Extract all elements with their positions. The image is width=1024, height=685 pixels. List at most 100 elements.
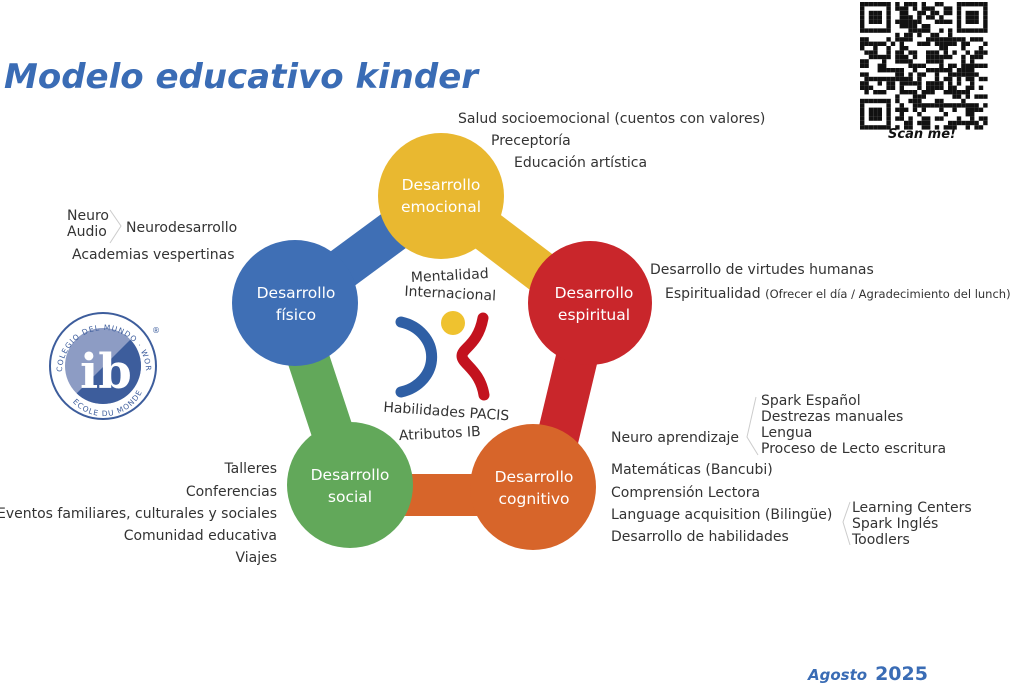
qr-module <box>930 103 935 108</box>
qr-module <box>930 6 935 11</box>
qr-module <box>904 6 909 11</box>
qr-module <box>908 24 913 29</box>
qr-module <box>926 68 931 73</box>
qr-module <box>983 120 988 126</box>
qr-module <box>978 107 984 112</box>
qr-module <box>965 90 970 95</box>
node-label: espiritual <box>558 306 630 324</box>
qr-module <box>860 120 865 126</box>
qr-module <box>912 54 918 60</box>
qr-module <box>934 54 940 60</box>
qr-module <box>873 54 878 60</box>
qr-module <box>983 50 988 55</box>
qr-module <box>961 59 966 64</box>
qr-module <box>965 120 970 126</box>
qr-module <box>974 63 979 68</box>
qr-module <box>930 37 935 42</box>
qr-module <box>934 76 940 82</box>
qr-module <box>930 15 935 20</box>
qr-module <box>899 50 904 55</box>
node-emocional: Desarrollo emocional <box>378 133 504 259</box>
item-text: Desarrollo de habilidades <box>611 529 789 545</box>
qr-module <box>864 125 869 130</box>
qr-module <box>904 46 909 51</box>
qr-module <box>895 98 900 104</box>
qr-module <box>939 54 944 60</box>
qr-module <box>908 59 913 64</box>
qr-module <box>983 76 988 82</box>
qr-module <box>948 81 953 86</box>
qr-module <box>961 103 966 108</box>
qr-module <box>899 24 904 29</box>
qr-module <box>970 81 975 86</box>
qr-module <box>908 2 913 7</box>
qr-module <box>943 54 948 60</box>
qr-module <box>978 94 984 99</box>
qr-module <box>899 116 904 121</box>
qr-module <box>877 10 882 16</box>
qr-module <box>908 37 913 42</box>
qr-module <box>860 63 865 68</box>
page-title: Modelo educativo kinder <box>4 57 480 97</box>
node-cognitivo: Desarrollo cognitivo <box>470 424 596 550</box>
node-label: Desarrollo <box>555 284 634 302</box>
qr-module <box>956 10 962 16</box>
qr-module <box>948 68 953 73</box>
qr-module <box>860 28 865 33</box>
qr-module <box>912 24 918 29</box>
qr-module <box>956 37 962 42</box>
bracket <box>842 501 851 546</box>
qr-module <box>904 10 909 16</box>
item-text: Conferencias <box>186 484 277 500</box>
qr-module <box>978 37 984 42</box>
qr-module <box>974 10 979 16</box>
qr-module <box>908 32 913 38</box>
qr-module <box>864 28 869 33</box>
qr-module <box>930 85 935 90</box>
qr-module <box>948 72 953 77</box>
qr-module <box>948 32 953 38</box>
qr-module <box>904 37 909 42</box>
qr-module <box>921 94 926 99</box>
item-text: Toodlers <box>851 532 910 548</box>
qr-module <box>939 2 944 7</box>
item-text: Learning Centers <box>852 500 972 516</box>
qr-module <box>868 116 874 121</box>
qr-module <box>983 24 988 29</box>
qr-module <box>956 116 962 121</box>
qr-module <box>899 85 904 90</box>
qr-module <box>934 125 940 130</box>
qr-module <box>877 76 882 82</box>
qr-module <box>860 10 865 16</box>
qr-module <box>978 28 984 33</box>
qr-module <box>864 90 869 95</box>
qr-module <box>904 19 909 24</box>
qr-module <box>895 76 900 82</box>
qr-module <box>956 103 962 108</box>
node-label: cognitivo <box>498 490 569 508</box>
qr-module <box>895 107 900 112</box>
qr-module <box>860 98 865 104</box>
qr-module <box>939 85 944 90</box>
node-label: físico <box>276 306 316 324</box>
qr-module <box>895 72 900 77</box>
qr-module <box>864 50 869 55</box>
qr-module <box>952 103 957 108</box>
qr-module <box>912 50 918 55</box>
qr-module <box>877 2 882 7</box>
qr-module <box>904 2 909 7</box>
qr-module <box>886 98 891 104</box>
qr-module <box>860 81 865 86</box>
qr-module <box>921 6 926 11</box>
qr-module <box>864 76 869 82</box>
qr-module <box>868 28 874 33</box>
qr-module <box>965 10 970 16</box>
qr-module <box>965 125 970 130</box>
item-text: Lengua <box>761 425 812 441</box>
qr-module <box>860 103 865 108</box>
qr-module <box>899 68 904 73</box>
qr-module <box>965 107 970 112</box>
qr-module <box>921 41 926 46</box>
qr-module <box>904 54 909 60</box>
